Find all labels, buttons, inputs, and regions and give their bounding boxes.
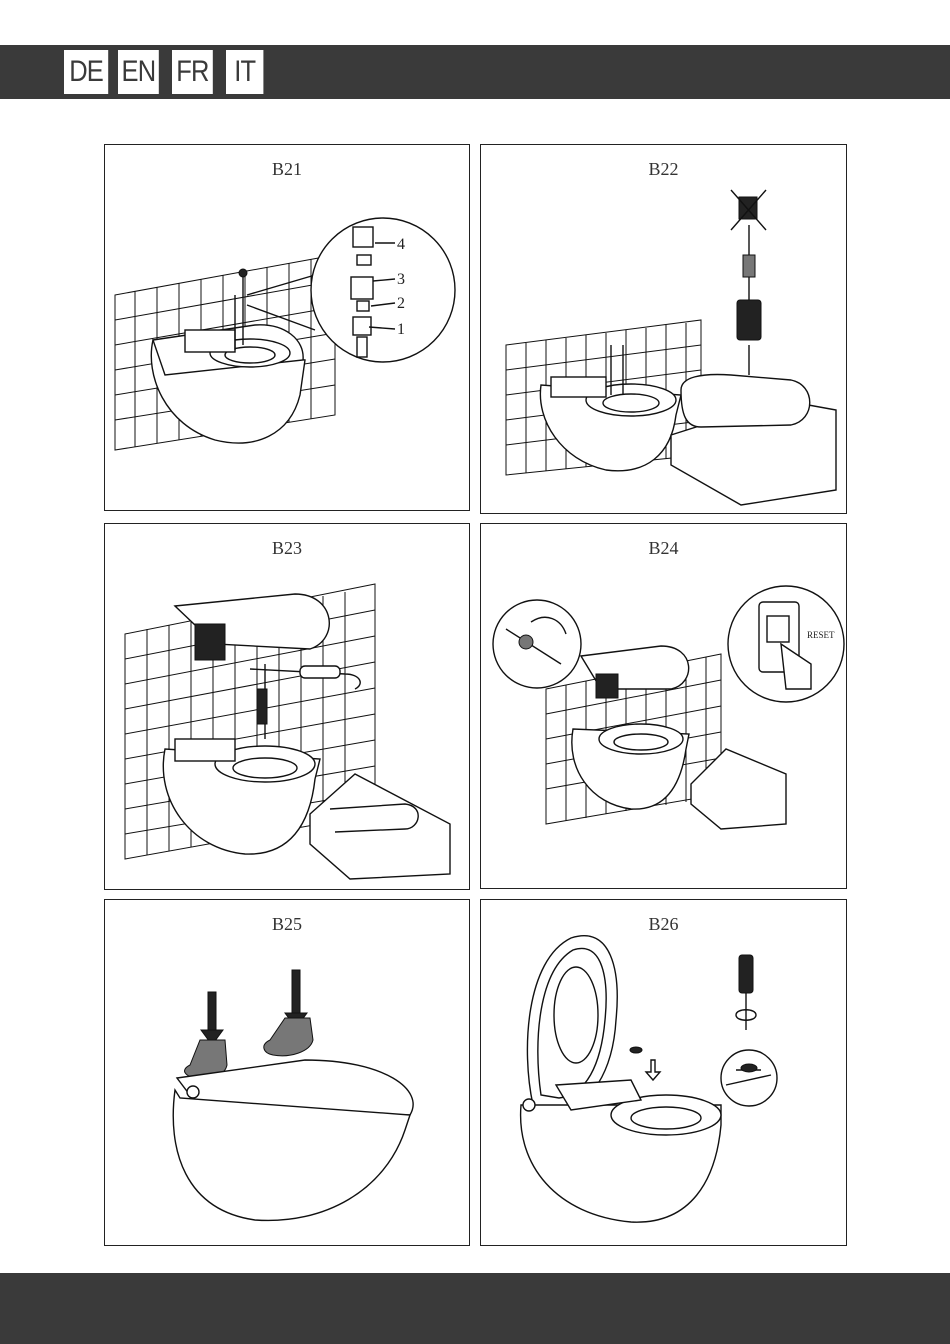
illustration-reset: RESET [481, 524, 847, 889]
figure-panel-b22: B22 [480, 144, 847, 514]
toilet-bowl [163, 739, 320, 854]
language-tab-it[interactable]: IT [226, 50, 263, 94]
figure-panel-b23: B23 [104, 523, 470, 890]
language-tab-en[interactable]: EN [118, 50, 159, 94]
callout-3: 3 [397, 271, 405, 288]
toilet-bowl [572, 724, 689, 809]
packaging-box [310, 774, 450, 879]
figure-panel-b25: B25 [104, 899, 470, 1246]
header-bar: DE EN FR IT [0, 45, 950, 99]
magnified-detail [721, 1050, 777, 1106]
seat-lid [175, 594, 329, 660]
callout-4: 4 [397, 236, 405, 253]
reset-label: RESET [807, 630, 835, 640]
toilet-bowl [151, 325, 305, 443]
illustration-power-connection [481, 145, 847, 514]
footer-bar [0, 1273, 950, 1344]
illustration-seat-removal [481, 900, 847, 1246]
figure-panel-b21: B21 4 [104, 144, 470, 511]
illustration-press-seat [105, 900, 470, 1246]
language-tab-de[interactable]: DE [64, 50, 108, 94]
illustration-water-connection: 4 3 2 1 [105, 145, 470, 511]
down-arrow-icon [201, 992, 223, 1045]
seat-lid [581, 646, 689, 698]
callout-2: 2 [397, 295, 405, 312]
toilet-with-seat [173, 1060, 413, 1220]
down-arrow-icon [646, 1060, 660, 1080]
seat-unit-box [671, 375, 836, 505]
hand-icon [264, 1018, 313, 1056]
screwdriver-icon [736, 955, 756, 1030]
valve-callout [493, 600, 581, 688]
illustration-seat-mounting [105, 524, 470, 890]
language-tab-fr[interactable]: FR [172, 50, 213, 94]
figure-panel-b24: B24 RESET [480, 523, 847, 889]
figure-panel-b26: B26 [480, 899, 847, 1246]
unplug-icon [731, 190, 766, 230]
callout-1: 1 [397, 321, 405, 338]
